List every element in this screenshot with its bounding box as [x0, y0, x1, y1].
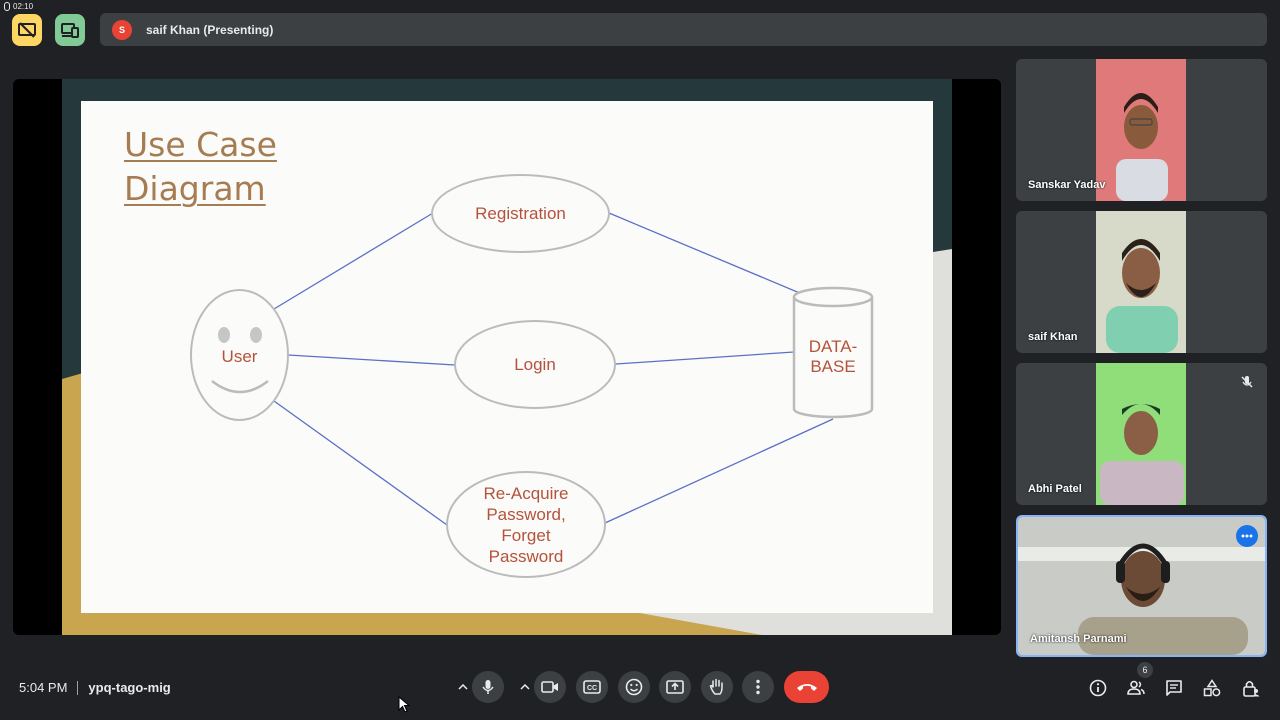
- actor-user: User: [190, 289, 289, 421]
- videocam-icon: [541, 681, 558, 693]
- use-case-label: Login: [514, 355, 556, 374]
- participant-tile[interactable]: Abhi Patel: [1016, 363, 1267, 505]
- use-case-forget-password: Re-Acquire Password, Forget Password: [446, 471, 606, 578]
- microphone-button[interactable]: [472, 671, 504, 703]
- presenter-avatar: S: [112, 19, 132, 40]
- meeting-info: 5:04 PM ypq-tago-mig: [19, 680, 171, 695]
- meeting-time: 5:04 PM: [19, 680, 68, 695]
- database: DATA- BASE: [794, 337, 872, 377]
- presentation-stage: Use Case Diagram User Registration: [13, 79, 1001, 635]
- use-case-registration: Registration: [431, 174, 610, 253]
- mic-icon: [482, 680, 494, 694]
- use-case-label: Registration: [475, 204, 566, 223]
- use-case-login: Login: [454, 320, 616, 409]
- smiley-face-icon: [211, 327, 269, 394]
- meeting-code: ypq-tago-mig: [88, 680, 171, 695]
- participant-name: Amitansh Parnami: [1030, 633, 1127, 645]
- participant-video: [1018, 517, 1265, 655]
- present-now-button[interactable]: [659, 671, 691, 703]
- emoji-icon: [625, 678, 643, 696]
- raise-hand-button[interactable]: [701, 671, 733, 703]
- participant-name: Sanskar Yadav: [1028, 179, 1106, 191]
- participant-video: [1096, 59, 1186, 201]
- slide-title: Use Case Diagram: [124, 123, 277, 211]
- participant-tile[interactable]: Sanskar Yadav: [1016, 59, 1267, 201]
- connector-lines: [273, 212, 874, 526]
- people-button[interactable]: [1125, 677, 1147, 699]
- participant-tile-self[interactable]: Amitansh Parnami: [1016, 515, 1267, 657]
- presenting-bar: S saif Khan (Presenting): [100, 13, 1267, 46]
- more-vert-icon: [756, 679, 760, 695]
- call-end-icon: [796, 684, 817, 691]
- shapes-icon: [1203, 679, 1221, 697]
- mic-icon: [4, 2, 10, 11]
- camera-button[interactable]: [534, 671, 566, 703]
- participant-video: [1096, 211, 1186, 353]
- use-case-label-line: Password,: [486, 504, 566, 524]
- captions-button[interactable]: CC: [576, 671, 608, 703]
- video-options-chevron-up-icon[interactable]: [518, 679, 532, 695]
- closed-caption-icon: CC: [583, 680, 601, 694]
- leave-call-button[interactable]: [784, 671, 829, 703]
- devices-button[interactable]: [55, 14, 85, 46]
- lock-person-icon: [1243, 680, 1260, 697]
- recording-indicator: 02:10: [4, 2, 33, 11]
- devices-icon: [61, 23, 79, 38]
- stop-presenting-button[interactable]: [12, 14, 42, 46]
- use-case-label-line: Password: [488, 546, 564, 566]
- svg-text:CC: CC: [587, 685, 597, 692]
- info-icon: [1089, 679, 1107, 697]
- more-options-button[interactable]: [742, 671, 774, 703]
- divider: [77, 680, 79, 695]
- actor-label: User: [221, 346, 258, 366]
- present-to-all-icon: [666, 680, 684, 694]
- reactions-button[interactable]: [618, 671, 650, 703]
- database-label-line1: DATA-: [808, 337, 858, 356]
- people-count-badge: 6: [1137, 662, 1153, 678]
- mic-off-icon: [1241, 376, 1253, 388]
- participant-video: [1096, 363, 1186, 505]
- host-controls-button[interactable]: [1240, 677, 1262, 699]
- slide: Use Case Diagram User Registration: [81, 101, 933, 613]
- more-options-button[interactable]: [1236, 525, 1258, 547]
- activities-button[interactable]: [1201, 677, 1223, 699]
- presenting-label: saif Khan (Presenting): [146, 22, 274, 37]
- slide-title-line2: Diagram: [124, 169, 266, 208]
- use-case-label-line: Forget: [501, 525, 551, 545]
- participant-name: saif Khan: [1028, 331, 1078, 343]
- people-icon: [1127, 680, 1145, 695]
- database-label-line2: BASE: [810, 357, 856, 376]
- chat-icon: [1166, 680, 1182, 696]
- participant-name: Abhi Patel: [1028, 483, 1082, 495]
- mouse-cursor-icon: [398, 696, 410, 713]
- audio-options-chevron-up-icon[interactable]: [456, 679, 470, 695]
- slide-title-line1: Use Case: [124, 125, 277, 164]
- chat-button[interactable]: [1163, 677, 1185, 699]
- participant-tile[interactable]: saif Khan: [1016, 211, 1267, 353]
- recording-time: 02:10: [13, 2, 34, 11]
- meeting-details-button[interactable]: [1087, 677, 1109, 699]
- hand-icon: [709, 678, 723, 695]
- present-off-icon: [18, 22, 36, 38]
- more-horizontal-icon: [1241, 534, 1253, 538]
- use-case-label-line: Re-Acquire: [483, 483, 569, 503]
